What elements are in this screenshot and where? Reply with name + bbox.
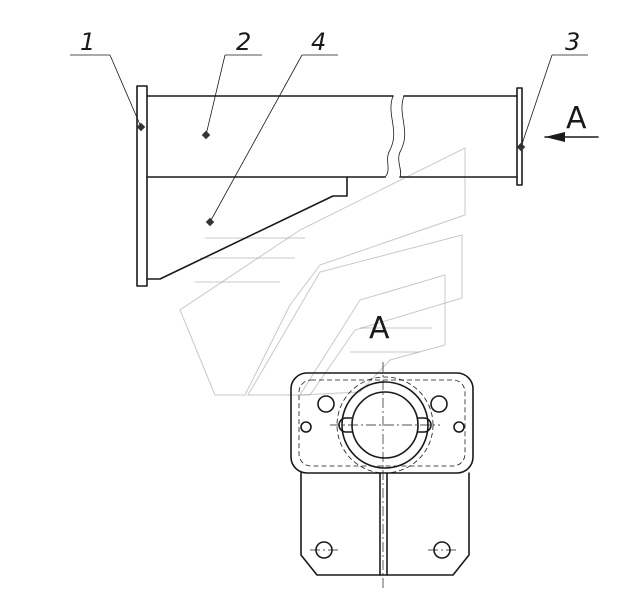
arrow-label: A [566, 101, 587, 136]
callout-2: 2 [201, 28, 262, 140]
callout-4: 4 [205, 28, 338, 227]
view-a-flange [290, 372, 474, 474]
right-flange [516, 87, 523, 186]
centerlines [310, 362, 456, 590]
left-flange [136, 85, 148, 287]
callout-3: 3 [516, 28, 588, 152]
callout-1-number: 1 [80, 28, 95, 56]
view-a-bracket [300, 472, 470, 576]
view-arrow: A [544, 101, 599, 142]
view-a-label: A [369, 311, 390, 346]
callout-3-number: 3 [565, 28, 580, 56]
callout-4-number: 4 [311, 28, 326, 56]
callout-1: 1 [70, 28, 146, 132]
callout-2-number: 2 [236, 28, 251, 56]
gusset-plate [146, 176, 348, 280]
tube-body [146, 95, 518, 178]
watermark-logo [179, 147, 466, 396]
